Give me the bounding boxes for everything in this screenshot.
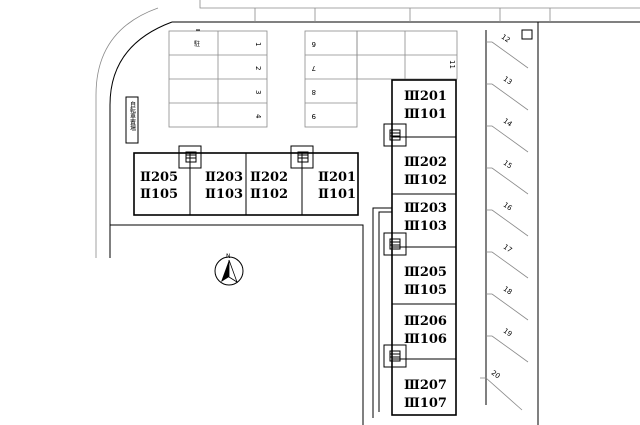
parking-stall-9: 9 [312,112,316,120]
staircase-icon [383,123,407,147]
north-arrow-icon: N [214,253,244,286]
unit-III105: Ⅲ105 [404,283,447,298]
unit-III101: Ⅲ101 [404,107,447,122]
unit-III102: Ⅲ102 [404,173,447,188]
unit-II201: Ⅱ201 [318,170,356,185]
unit-III202: Ⅲ202 [404,155,447,170]
parking-stall-3: 3 [254,90,262,94]
parking-stall-19: 19 [502,327,514,339]
staircase-icon [383,232,407,256]
parking-stall-6: 6 [311,40,316,48]
parking-stall-14: 14 [502,117,514,129]
unit-III203: Ⅲ203 [404,201,447,216]
unit-II202: Ⅱ202 [250,170,288,185]
unit-II102: Ⅱ102 [250,187,288,202]
parking-stall-20: 20 [490,369,502,381]
unit-II105: Ⅱ105 [140,187,178,202]
parking-stall-7: 7 [312,64,316,72]
unit-III201: Ⅲ201 [404,89,447,104]
unit-III205: Ⅲ205 [404,265,447,280]
unit-II101: Ⅱ101 [318,187,356,202]
parking-stall-15: 15 [502,159,514,171]
unit-II203: Ⅱ203 [205,170,243,185]
unit-III103: Ⅲ103 [404,219,447,234]
parking-stall-16: 16 [502,201,514,213]
parking-stall-1: 1 [254,42,262,46]
parking-mid-block: 6 7 8 9 [304,30,358,128]
parking-stall-4: 4 [254,114,262,119]
parking-stall-8: 8 [312,88,316,96]
north-label: N [226,253,231,260]
parking-stall-12: 12 [500,33,512,45]
parking-diagonal: 12 13 14 15 16 17 18 19 20 [480,30,529,411]
building-II: Ⅱ205 Ⅱ105 Ⅱ203 Ⅱ103 Ⅱ202 Ⅱ102 Ⅱ201 Ⅱ101 [133,145,359,216]
unit-III207: Ⅲ207 [404,378,447,393]
road-edges [95,0,640,425]
parking-stall-13: 13 [502,75,514,87]
bicycle-parking: 自転車置場 [125,96,139,144]
unit-III106: Ⅲ106 [404,332,447,347]
staircase-icon [383,344,407,368]
parking-stall-11: 11 [448,60,456,69]
parking-note: 駐 [194,40,200,48]
staircase-icon [178,145,202,169]
parking-stall-2: 2 [254,66,262,70]
staircase-icon [290,145,314,169]
parking-right-top: 11 [356,30,458,80]
bicycle-parking-label: 自転車置場 [129,100,136,132]
unit-II103: Ⅱ103 [205,187,243,202]
building-III: Ⅲ201 Ⅲ101 Ⅲ202 Ⅲ102 Ⅲ203 Ⅲ103 Ⅲ205 Ⅲ105 … [372,79,457,418]
unit-II205: Ⅱ205 [140,170,178,185]
parking-stall-18: 18 [502,285,514,297]
unit-III107: Ⅲ107 [404,396,447,411]
parking-stall-17: 17 [502,243,514,255]
unit-III206: Ⅲ206 [404,314,447,329]
parking-left-block: 駐 1 2 3 4 [168,29,268,128]
